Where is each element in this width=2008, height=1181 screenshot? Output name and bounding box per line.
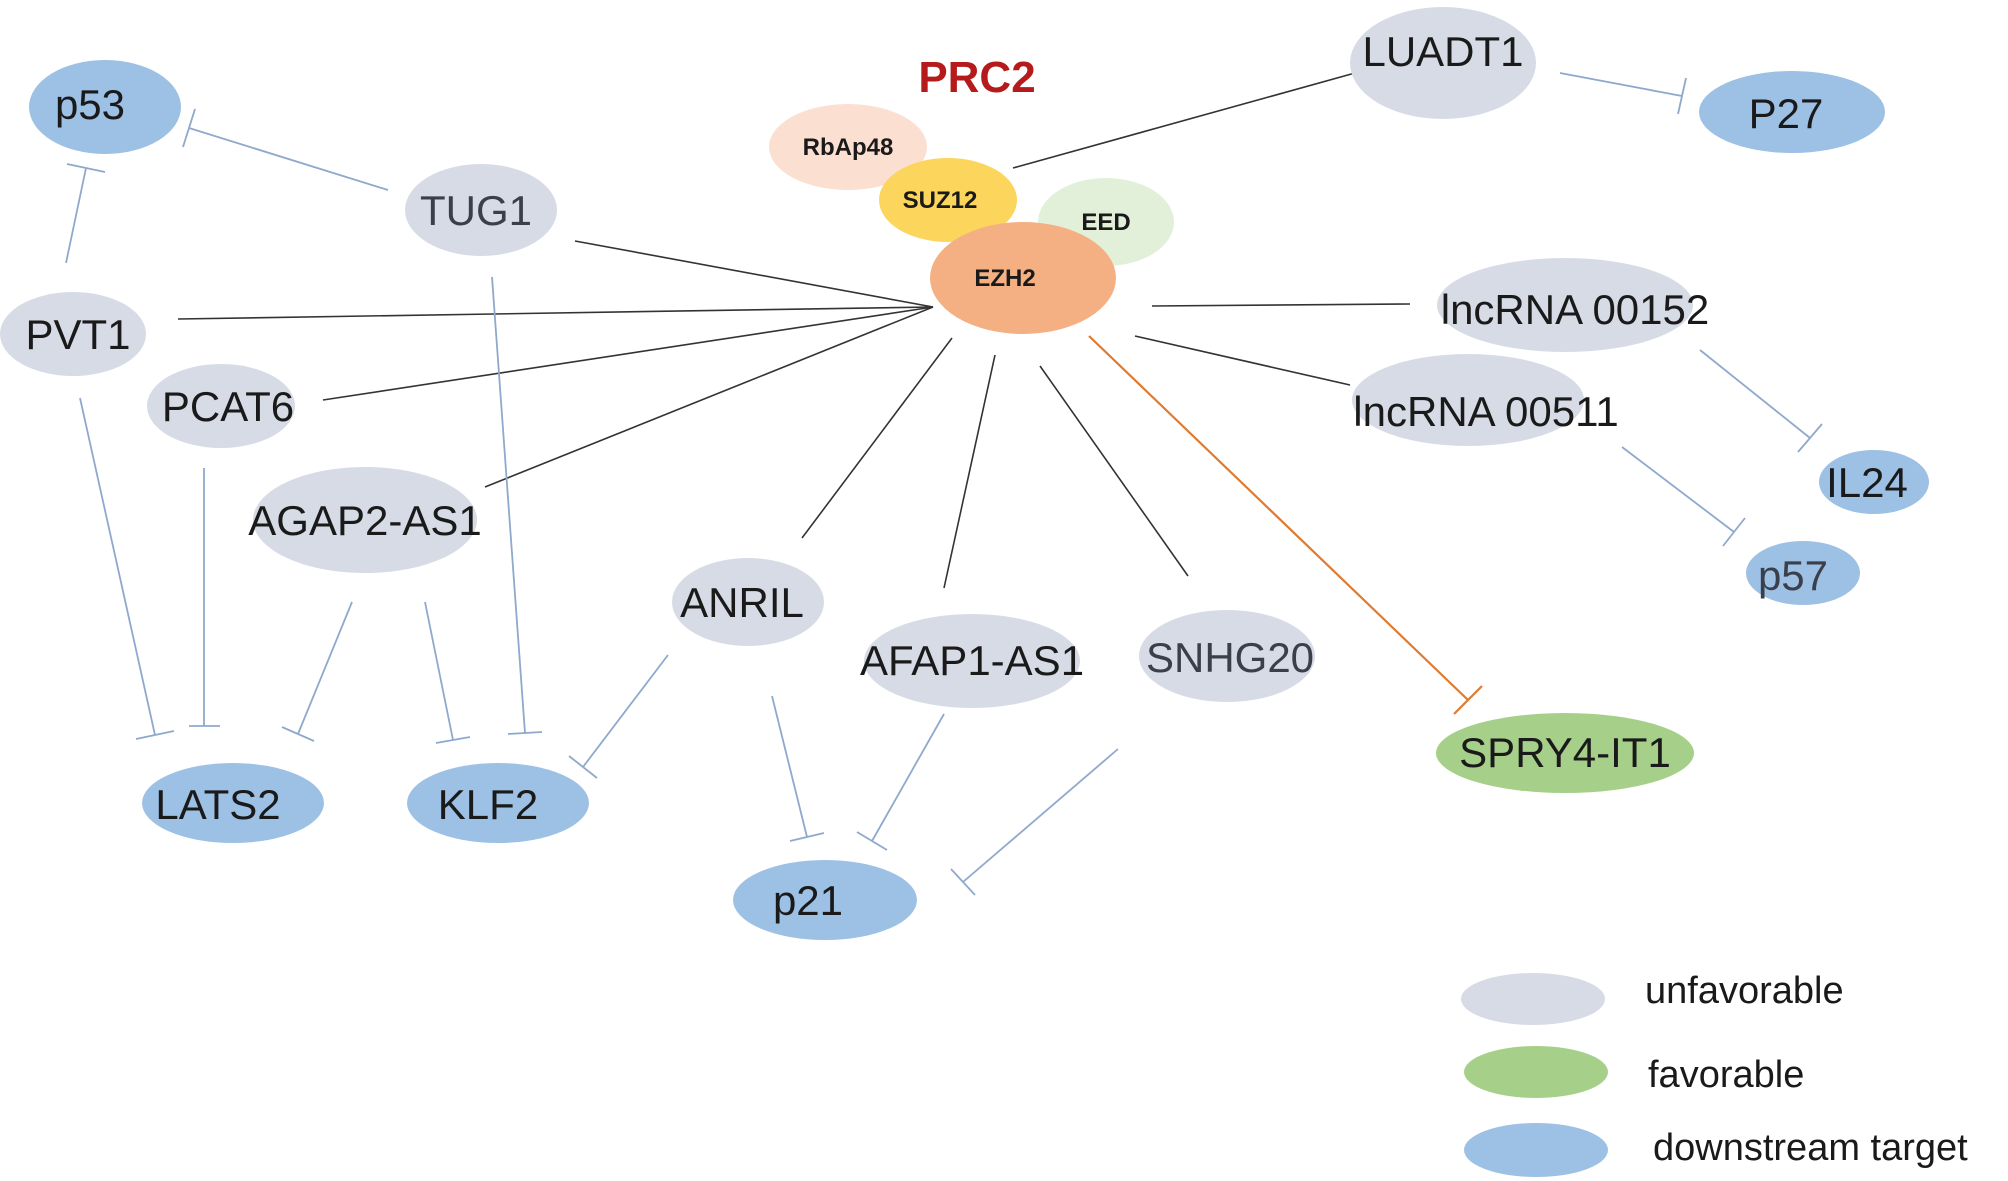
tbar-lnc152-il24: [1797, 423, 1823, 453]
legend-downstream-label: downstream target: [1653, 1127, 1968, 1169]
afap1-label: AFAP1-AS1: [860, 637, 1084, 684]
il24-label: IL24: [1826, 459, 1908, 506]
eed-label: EED: [1081, 209, 1130, 236]
ezh2-node: [930, 222, 1116, 334]
il24-node: [1819, 450, 1929, 514]
prc2-title: PRC2: [918, 53, 1035, 102]
edge-snhg20-p21: [962, 748, 1119, 883]
ezh2-association-edges: [177, 72, 1411, 589]
edge-ezh2-spry4: [1088, 335, 1469, 701]
pcat6-label: PCAT6: [162, 383, 294, 430]
tbar-afap1-p21: [856, 831, 888, 851]
pvt1-node: [0, 292, 146, 376]
luadt1-label: LUADT1: [1362, 28, 1523, 75]
spry4-node: [1436, 713, 1694, 793]
inhibition-edges: [65, 72, 1823, 896]
p53-label: p53: [55, 81, 125, 128]
suz12-label: SUZ12: [903, 187, 978, 214]
tbar-ezh2-spry4: [1453, 685, 1483, 715]
p27-node: [1699, 71, 1885, 153]
edge-tug1-p53: [188, 127, 389, 191]
lncrna-nodes: TUG1 PVT1 PCAT6 AGAP2-AS1 ANRIL AFAP1-AS…: [0, 7, 1709, 793]
agap2-label: AGAP2-AS1: [248, 497, 481, 544]
edge-lnc152-il24: [1699, 349, 1811, 439]
p57-label: p57: [1758, 552, 1828, 599]
edge-agap2-klf2: [424, 601, 454, 741]
legend-favorable-label: favorable: [1648, 1054, 1804, 1096]
target-nodes: p53 P27 IL24 p57 LATS2 KLF2 p21: [29, 60, 1929, 940]
edge-tug1-ezh2: [574, 240, 934, 308]
tbar-anril-klf2: [568, 755, 598, 779]
tug1-node: [405, 164, 557, 256]
edge-anril-ezh2: [801, 337, 953, 539]
tbar-agap2-lats2: [281, 726, 315, 742]
edge-tug1-klf2: [491, 276, 526, 734]
legend-favorable-swatch: [1464, 1046, 1608, 1098]
pvt1-label: PVT1: [25, 311, 130, 358]
edge-pcat6-ezh2: [322, 306, 934, 401]
snhg20-node: [1139, 610, 1315, 702]
klf2-label: KLF2: [438, 781, 538, 828]
tbar-luadt1-p27: [1677, 77, 1687, 115]
tbar-pvt1-lats2: [135, 730, 175, 740]
edge-pvt1-p53: [65, 167, 87, 264]
tbar-agap2-klf2: [435, 736, 471, 744]
lnc511-label: lncRNA 00511: [1353, 388, 1618, 435]
edge-pvt1-ezh2: [177, 306, 934, 320]
lats2-label: LATS2: [155, 781, 280, 828]
edge-afap1-p21: [871, 713, 945, 842]
anril-node: [672, 558, 824, 646]
edge-agap2-ezh2: [484, 306, 934, 488]
anril-label: ANRIL: [680, 579, 804, 626]
luadt1-node: [1350, 7, 1536, 119]
p21-node: [733, 860, 917, 940]
edge-anril-p21: [771, 695, 808, 838]
tbar-pvt1-p53: [66, 163, 106, 173]
p21-label: p21: [773, 877, 843, 924]
edge-luadt1-suz12: [1012, 72, 1356, 169]
edge-anril-klf2: [582, 654, 669, 768]
edge-lnc152-ezh2: [1151, 303, 1411, 307]
ezh2-spry4-inhibition: [1088, 335, 1483, 715]
lnc511-node: [1352, 354, 1584, 446]
p53-node: [29, 60, 181, 154]
edge-agap2-lats2: [297, 601, 353, 735]
edge-afap1-ezh2: [943, 354, 996, 589]
legend-unfavorable-label: unfavorable: [1645, 970, 1844, 1012]
edge-pvt1-lats2: [79, 397, 156, 736]
rbap48-label: RbAp48: [803, 134, 894, 161]
edge-lnc511-ezh2: [1134, 335, 1351, 386]
tbar-snhg20-p21: [950, 868, 976, 896]
tug1-label: TUG1: [420, 187, 532, 234]
tbar-lnc511-p57: [1722, 517, 1746, 547]
lnc152-node: [1437, 258, 1693, 352]
pcat6-node: [147, 364, 295, 448]
legend-unfavorable-swatch: [1461, 973, 1605, 1025]
lnc152-label: lncRNA 00152: [1441, 286, 1710, 333]
legend: unfavorable favorable downstream target: [1461, 970, 1968, 1177]
p57-node: [1746, 541, 1860, 605]
tbar-tug1-p53: [182, 108, 196, 148]
edge-luadt1-p27: [1559, 72, 1683, 97]
spry4-label: SPRY4-IT1: [1459, 729, 1671, 776]
suz12-node: [879, 158, 1017, 242]
snhg20-label: SNHG20: [1146, 634, 1314, 681]
edge-lnc511-p57: [1621, 446, 1735, 533]
p27-label: P27: [1749, 90, 1824, 137]
tbar-tug1-klf2: [507, 731, 543, 735]
lats2-node: [142, 763, 324, 843]
legend-downstream-swatch: [1464, 1123, 1608, 1177]
tbar-anril-p21: [789, 832, 825, 842]
agap2-node: [253, 467, 477, 573]
ezh2-label: EZH2: [974, 265, 1035, 292]
klf2-node: [407, 763, 589, 843]
rbap48-node: [769, 104, 927, 190]
afap1-node: [864, 614, 1080, 708]
edge-snhg20-ezh2: [1039, 365, 1189, 577]
prc2-complex: PRC2 RbAp48 EED SUZ12 EZH2: [769, 53, 1174, 334]
